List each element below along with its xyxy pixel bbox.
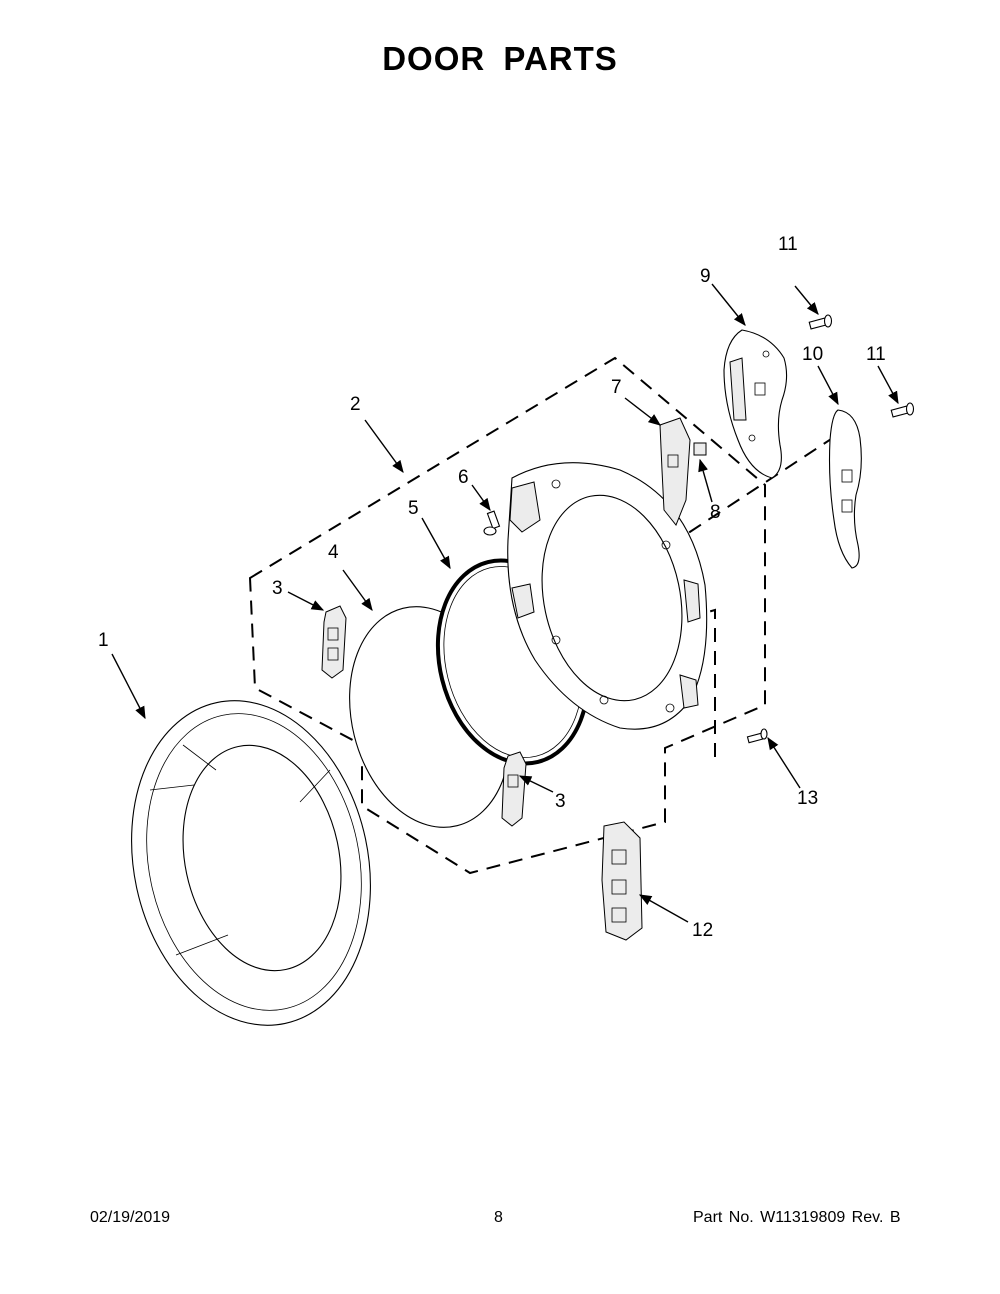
callout-10: 10 [802,344,823,365]
part-hinge-bracket-lower [501,751,527,827]
part-hinge-bracket-upper [321,605,347,679]
callout-2: 2 [350,394,361,415]
callout-11-a: 11 [778,234,798,255]
part-handle-cover-9 [723,329,788,479]
part-clip-8 [693,442,707,456]
part-screw-6 [483,510,501,536]
callout-1: 1 [98,630,109,651]
part-handle-10 [828,409,862,569]
part-bracket-7 [659,417,691,526]
callout-12: 12 [692,920,713,941]
part-screw-11-b [890,402,915,418]
callout-5: 5 [408,498,419,519]
footer-part-number: Part No. W11319809 Rev. B [693,1209,901,1226]
callout-leader-arrows [111,283,899,923]
page-title: DOOR PARTS [382,40,618,77]
callout-13: 13 [797,788,818,809]
callout-7: 7 [611,377,622,398]
callout-6: 6 [458,467,469,488]
part-outer-door-ring [131,700,371,1026]
part-hinge-12 [601,821,643,941]
callout-11-b: 11 [866,344,886,365]
callout-4: 4 [328,542,339,563]
footer-page-number: 8 [494,1209,503,1226]
footer-date: 02/19/2019 [90,1209,171,1226]
part-inner-door-frame [507,462,708,730]
callout-8: 8 [710,502,721,523]
part-screw-11-a [808,314,833,330]
callout-3-upper: 3 [272,578,283,599]
callout-3-lower: 3 [555,791,566,812]
part-screw-13 [746,728,768,744]
callout-9: 9 [700,266,711,287]
